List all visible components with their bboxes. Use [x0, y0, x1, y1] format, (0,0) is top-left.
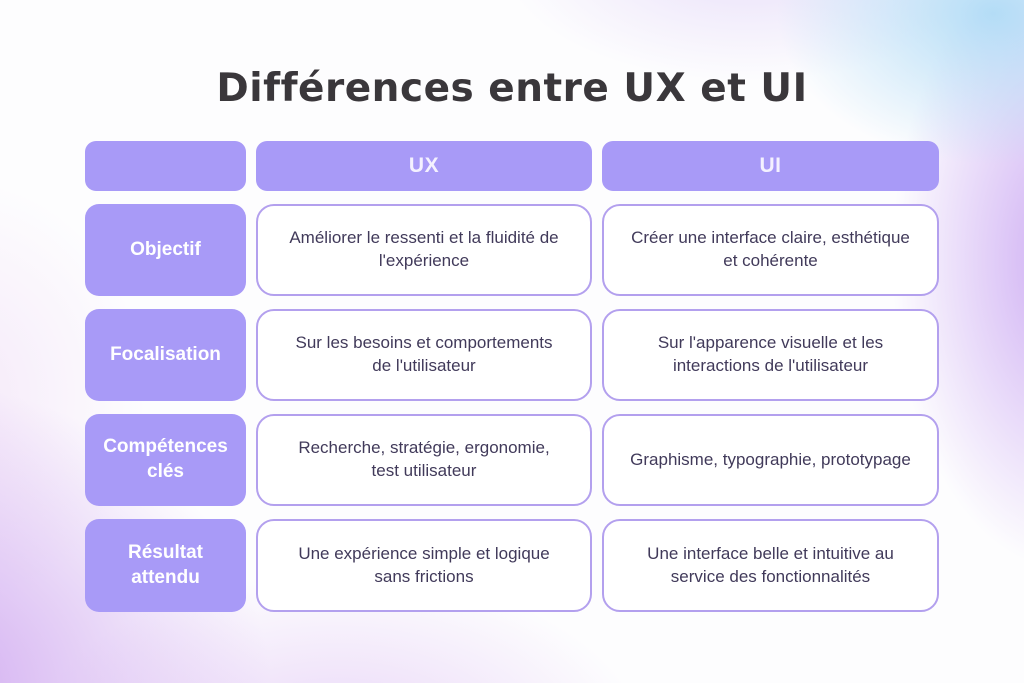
- cell-focalisation-ui: Sur l'apparence visuelle et les interact…: [602, 309, 939, 401]
- page-title: Différences entre UX et UI: [216, 66, 808, 111]
- corner-cell: [85, 141, 246, 191]
- column-header-ui: UI: [602, 141, 939, 191]
- cell-objectif-ux: Améliorer le ressenti et la fluidité de …: [256, 204, 592, 296]
- cell-competences-ux: Recherche, stratégie, ergonomie, test ut…: [256, 414, 592, 506]
- cell-resultat-ui: Une interface belle et intuitive au serv…: [602, 519, 939, 612]
- cell-resultat-ux: Une expérience simple et logique sans fr…: [256, 519, 592, 612]
- cell-focalisation-ux: Sur les besoins et comportements de l'ut…: [256, 309, 592, 401]
- row-label-competences-cles: Compétences clés: [85, 414, 246, 506]
- row-label-focalisation: Focalisation: [85, 309, 246, 401]
- comparison-table: UX UI Objectif Améliorer le ressenti et …: [85, 141, 939, 612]
- row-label-resultat-attendu: Résultat attendu: [85, 519, 246, 612]
- column-header-ux: UX: [256, 141, 592, 191]
- cell-competences-ui: Graphisme, typographie, prototypage: [602, 414, 939, 506]
- cell-objectif-ui: Créer une interface claire, esthétique e…: [602, 204, 939, 296]
- row-label-objectif: Objectif: [85, 204, 246, 296]
